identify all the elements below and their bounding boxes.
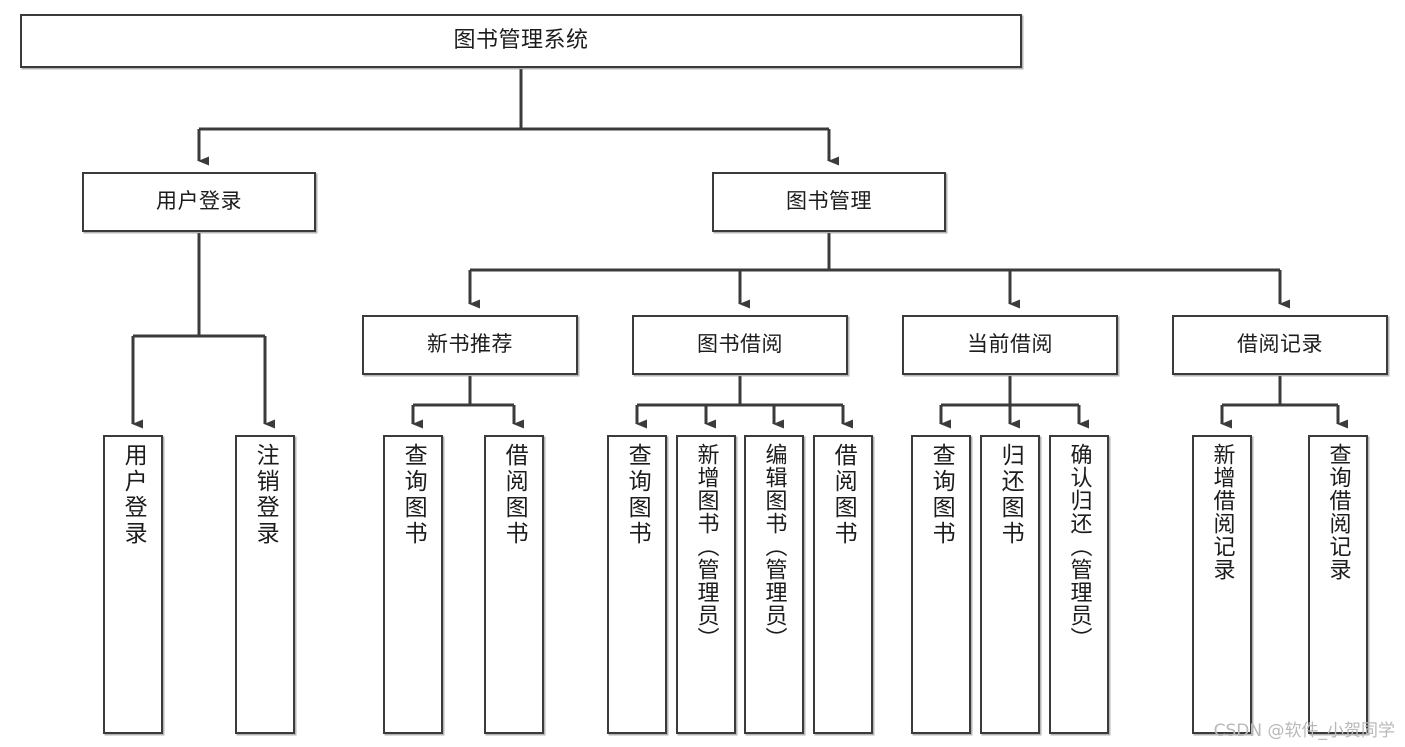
leaf-logout-label: 注销登录 [252,443,279,547]
leaf-currentborrow-confirm-return[interactable]: 确认归还（管理员） [1049,435,1109,734]
leaf-user-login[interactable]: 用户登录 [103,435,163,734]
node-book-management-label: 图书管理 [786,189,872,214]
leaf-borrowrecord-add-record-label: 新增借阅记录 [1209,443,1235,581]
leaf-user-login-label: 用户登录 [120,443,147,547]
leaf-currentborrow-return-book-label: 归还图书 [997,443,1024,547]
leaf-bookborrow-edit-book-label: 编辑图书（管理员） [761,443,787,650]
node-borrow-record[interactable]: 借阅记录 [1172,315,1388,375]
leaf-currentborrow-return-book[interactable]: 归还图书 [980,435,1040,734]
node-current-borrow-label: 当前借阅 [967,332,1053,357]
node-borrow-record-label: 借阅记录 [1237,332,1323,357]
node-root-system-label: 图书管理系统 [453,27,589,53]
node-new-book-recommend[interactable]: 新书推荐 [362,315,578,375]
node-user-login[interactable]: 用户登录 [82,172,316,232]
leaf-borrowrecord-query-record-label: 查询借阅记录 [1325,443,1351,581]
leaf-borrowrecord-add-record[interactable]: 新增借阅记录 [1192,435,1252,734]
leaf-bookborrow-add-book-label: 新增图书（管理员） [693,443,719,650]
leaf-currentborrow-query-book-label: 查询图书 [928,443,955,547]
leaf-bookborrow-add-book[interactable]: 新增图书（管理员） [676,435,736,734]
leaf-newbook-borrow-book[interactable]: 借阅图书 [484,435,544,734]
leaf-currentborrow-confirm-return-label: 确认归还（管理员） [1066,443,1092,650]
leaf-logout[interactable]: 注销登录 [235,435,295,734]
leaf-currentborrow-query-book[interactable]: 查询图书 [911,435,971,734]
node-root-system[interactable]: 图书管理系统 [20,14,1022,68]
leaf-bookborrow-query-book[interactable]: 查询图书 [607,435,667,734]
leaf-bookborrow-edit-book[interactable]: 编辑图书（管理员） [744,435,804,734]
node-user-login-label: 用户登录 [156,189,242,214]
leaf-newbook-borrow-book-label: 借阅图书 [501,443,528,547]
node-book-management[interactable]: 图书管理 [712,172,946,232]
leaf-newbook-query-book[interactable]: 查询图书 [383,435,443,734]
leaf-newbook-query-book-label: 查询图书 [400,443,427,547]
leaf-borrowrecord-query-record[interactable]: 查询借阅记录 [1308,435,1368,734]
node-new-book-recommend-label: 新书推荐 [427,332,513,357]
leaf-bookborrow-borrow-book-label: 借阅图书 [830,443,857,547]
node-current-borrow[interactable]: 当前借阅 [902,315,1118,375]
leaf-bookborrow-borrow-book[interactable]: 借阅图书 [813,435,873,734]
leaf-bookborrow-query-book-label: 查询图书 [624,443,651,547]
node-book-borrow-label: 图书借阅 [697,332,783,357]
node-book-borrow[interactable]: 图书借阅 [632,315,848,375]
